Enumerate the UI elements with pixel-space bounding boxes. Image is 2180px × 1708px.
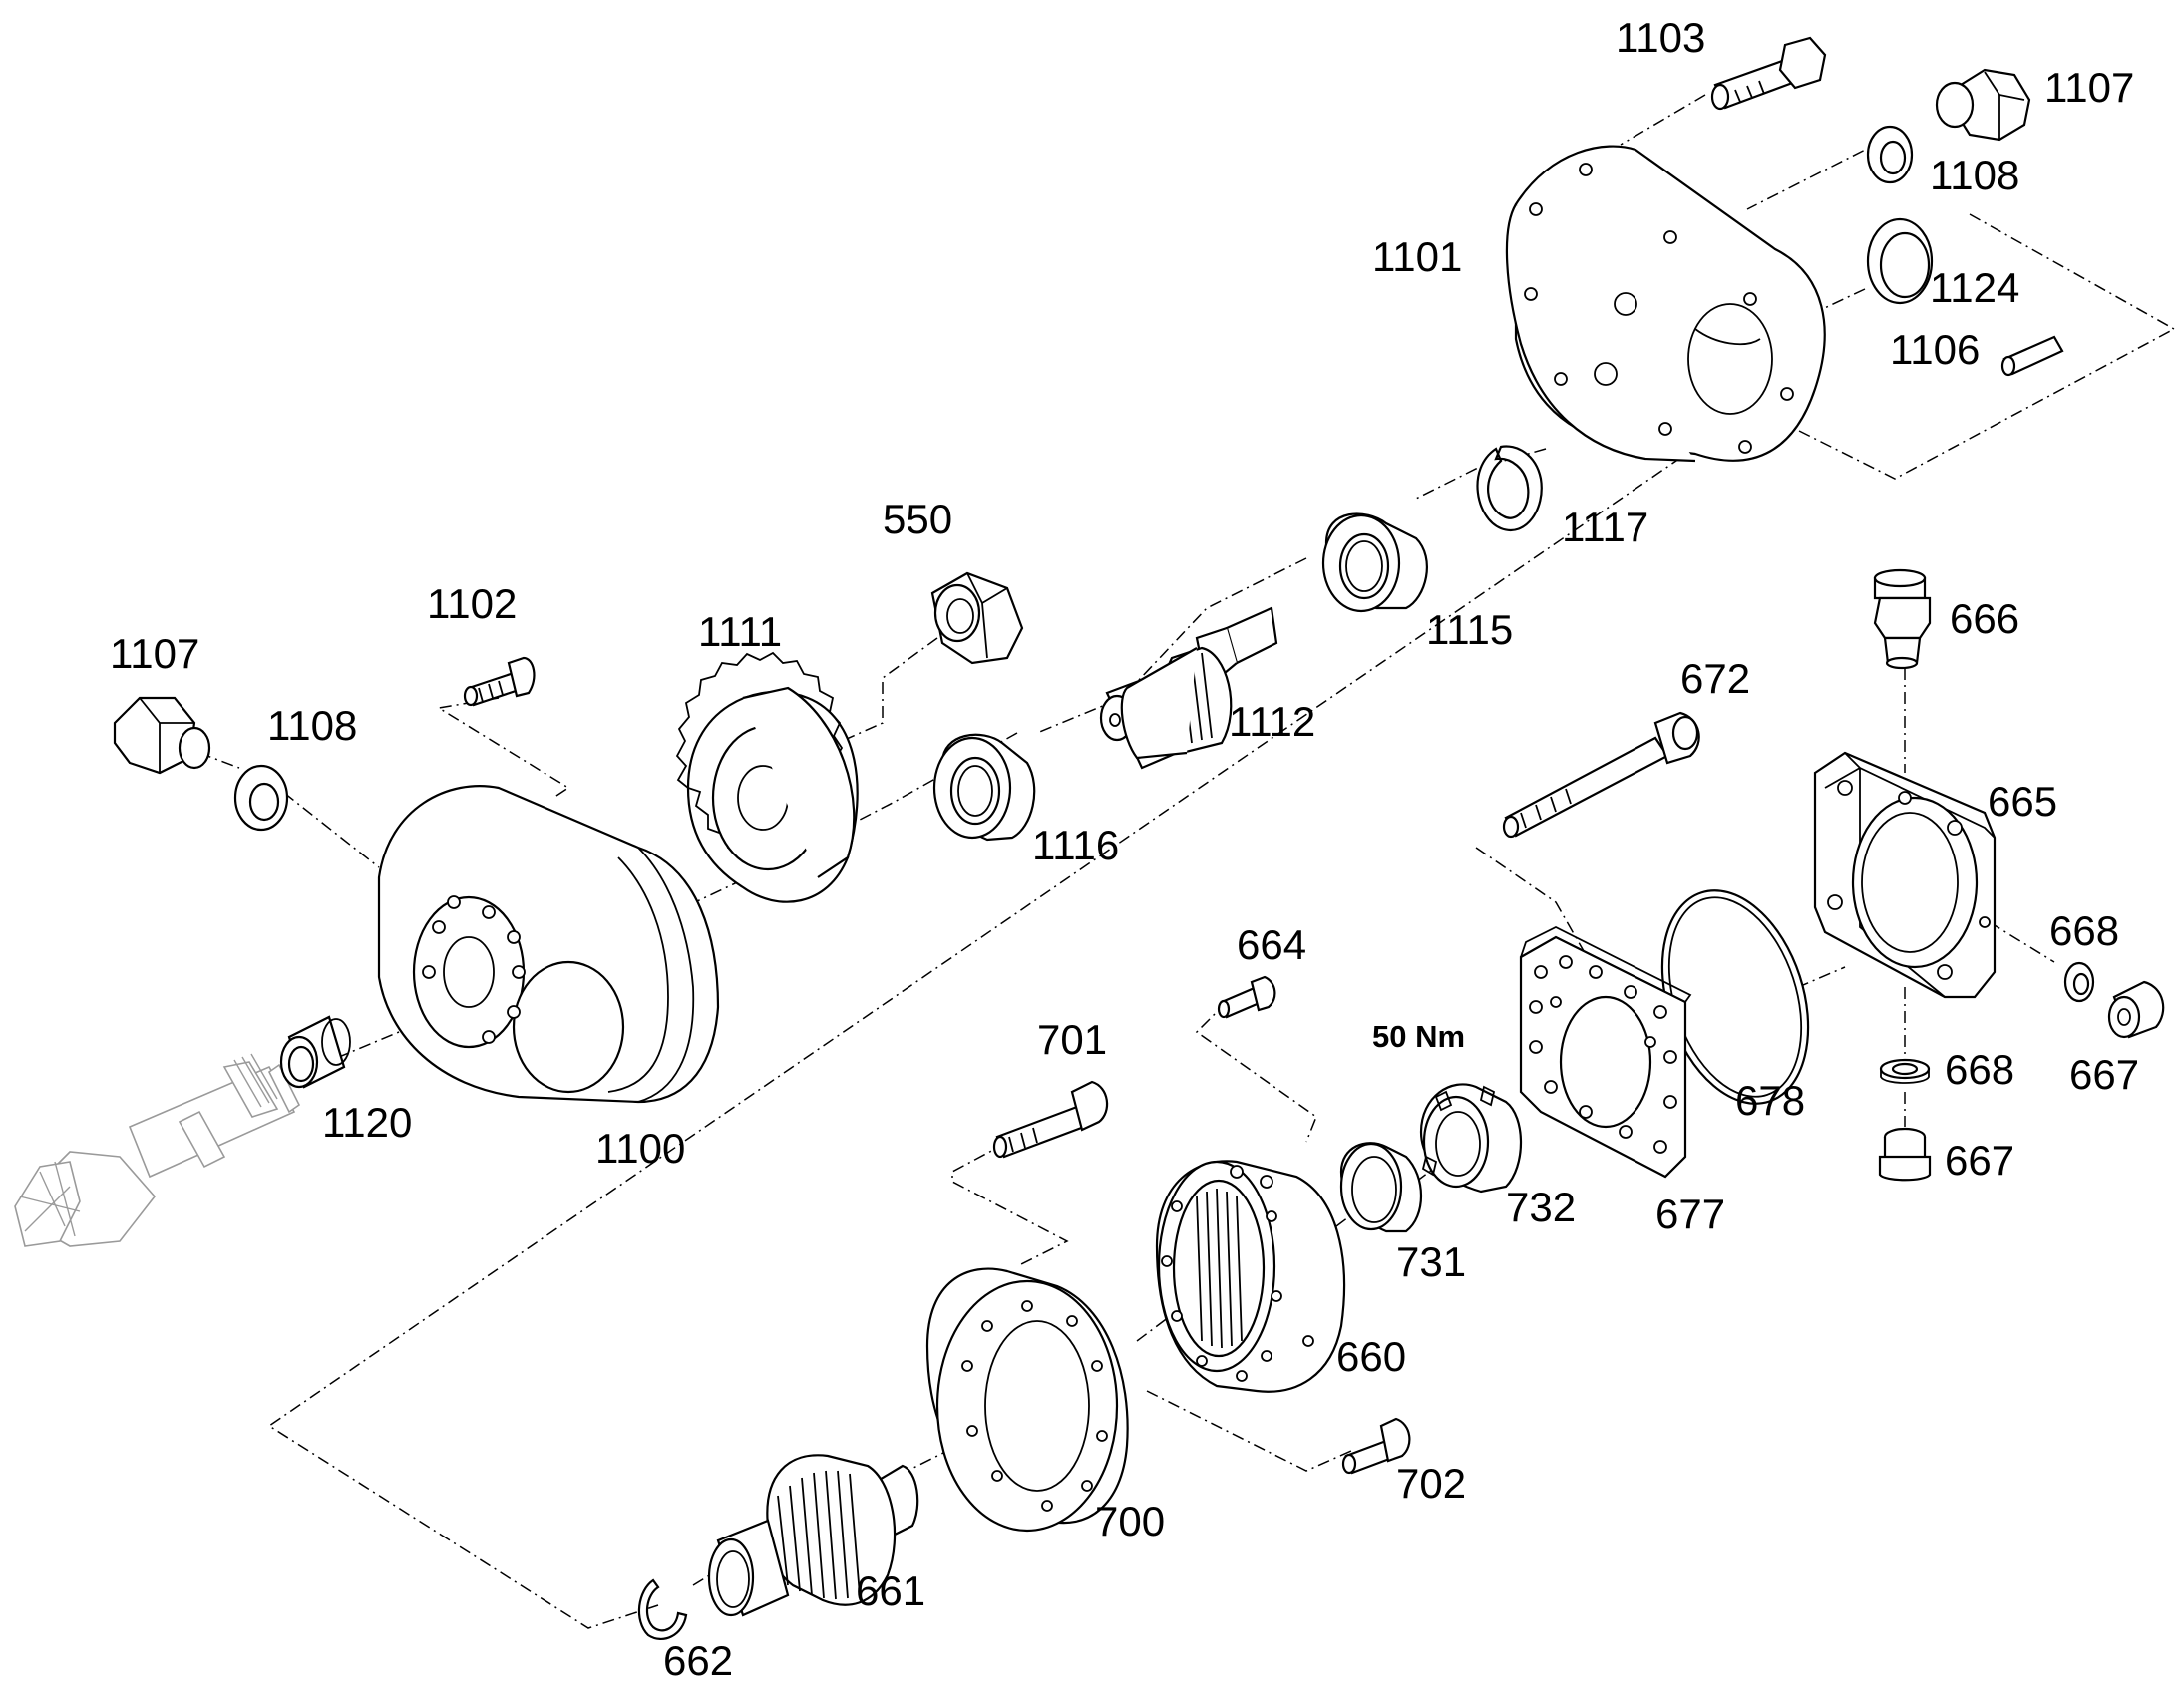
label-1111: 1111 [698, 608, 782, 655]
bearing-1116 [932, 733, 1036, 842]
plug-667-bottom [1878, 1127, 1932, 1182]
label-677: 677 [1655, 1191, 1725, 1237]
sleeve-1120 [279, 1015, 351, 1089]
bearing-1115 [1321, 512, 1428, 613]
ring-731 [1339, 1142, 1423, 1233]
torque-note-50nm: 50 Nm [1372, 1019, 1465, 1054]
label-678: 678 [1735, 1077, 1805, 1124]
label-1116: 1116 [1032, 822, 1119, 868]
label-1124: 1124 [1930, 264, 2019, 311]
pinion-shaft-ghost [14, 1053, 301, 1247]
label-701: 701 [1037, 1016, 1107, 1063]
cover-1101 [1505, 145, 1826, 463]
screw-1102 [463, 656, 536, 707]
label-700: 700 [1095, 1498, 1165, 1544]
label-702: 702 [1396, 1460, 1466, 1507]
pin-1106 [2000, 335, 2064, 377]
bolt-1103 [1710, 36, 1827, 111]
plate-677 [1519, 925, 1692, 1179]
label-1112: 1112 [1229, 698, 1315, 745]
ring-gear-660 [1155, 1160, 1346, 1393]
shaft-1112 [1099, 606, 1278, 770]
label-1102: 1102 [427, 580, 517, 627]
washer-668-right [2063, 961, 2095, 1003]
part-labels: 1103 1107 1108 1101 1124 1106 1117 550 1… [110, 14, 2139, 1684]
label-666: 666 [1950, 595, 2019, 642]
ring-1124 [1866, 217, 1934, 305]
label-667-bottom: 667 [1945, 1137, 2014, 1184]
circlip-662 [637, 1578, 688, 1641]
label-667-right: 667 [2069, 1051, 2139, 1098]
label-1108-left: 1108 [267, 702, 357, 749]
plug-1107-top [1935, 68, 2031, 142]
washer-1108-left [233, 764, 289, 832]
label-660: 660 [1336, 1333, 1406, 1380]
label-1103: 1103 [1616, 14, 1705, 61]
washer-668-bottom [1879, 1058, 1931, 1084]
flange-700 [925, 1267, 1129, 1533]
label-662: 662 [663, 1637, 733, 1684]
label-1108-top: 1108 [1930, 152, 2019, 198]
screw-702 [1341, 1417, 1411, 1475]
label-550: 550 [883, 496, 952, 542]
label-732: 732 [1506, 1184, 1576, 1230]
fitting-666 [1873, 568, 1932, 670]
washer-1108-top [1866, 125, 1914, 184]
label-664: 664 [1237, 921, 1306, 968]
flange-665 [1813, 751, 1997, 999]
label-731: 731 [1396, 1238, 1466, 1285]
label-668-right: 668 [2049, 907, 2119, 954]
label-1115: 1115 [1426, 606, 1513, 653]
plug-1107-left [113, 696, 211, 775]
label-661: 661 [856, 1567, 925, 1614]
label-1117: 1117 [1562, 504, 1648, 550]
bolt-672 [1502, 711, 1700, 839]
nut-732 [1419, 1083, 1522, 1194]
housing-1100 [377, 785, 720, 1104]
label-665: 665 [1988, 778, 2057, 825]
label-1107-top: 1107 [2044, 64, 2134, 111]
sun-gear-661 [707, 1454, 919, 1617]
label-1106: 1106 [1890, 326, 1980, 373]
gear-1111 [675, 651, 859, 903]
screw-664 [1217, 975, 1276, 1019]
circlip-1117 [1476, 445, 1543, 531]
label-1120: 1120 [322, 1099, 412, 1146]
label-1101: 1101 [1372, 233, 1462, 280]
nut-550 [930, 571, 1024, 665]
label-672: 672 [1680, 655, 1750, 702]
label-668-bottom: 668 [1945, 1046, 2014, 1093]
screw-701 [992, 1080, 1109, 1159]
label-1107-left: 1107 [110, 630, 199, 677]
plug-667-right [2107, 980, 2165, 1039]
label-1100: 1100 [595, 1125, 685, 1172]
